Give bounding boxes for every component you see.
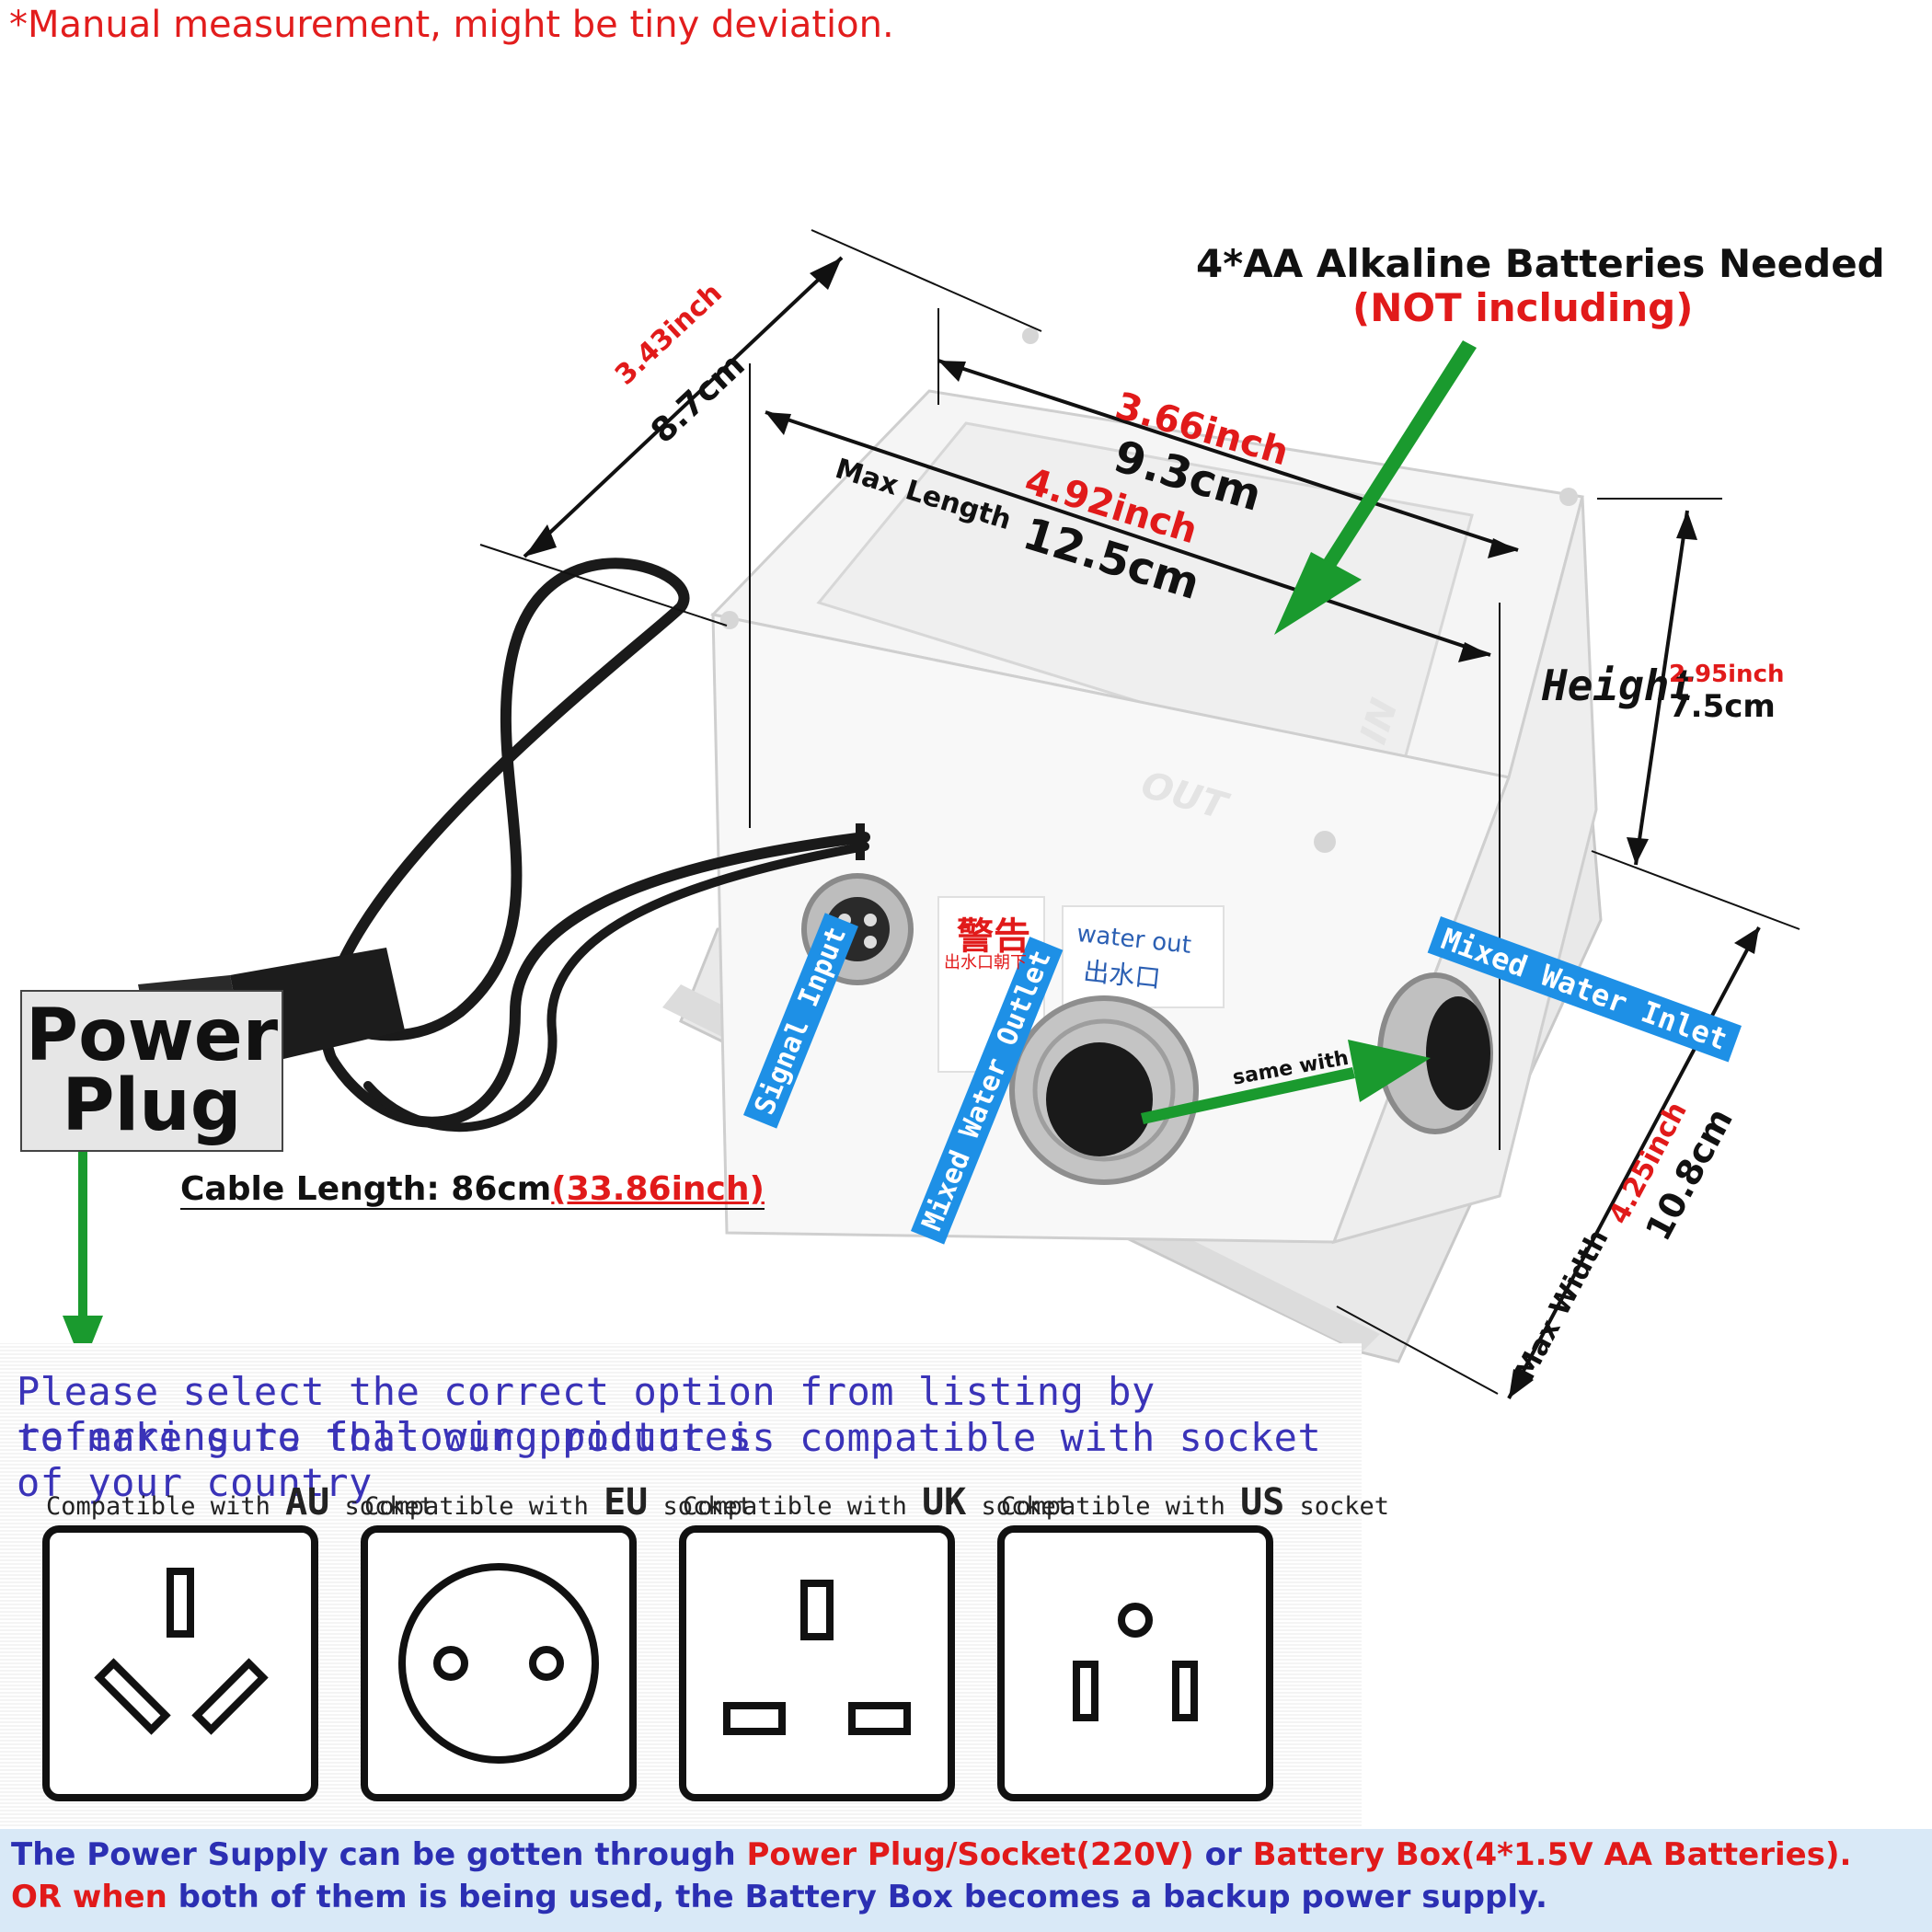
compat-eu-label: Compatible with EU socket	[364, 1481, 753, 1524]
footer-line2: OR when both of them is being used, the …	[11, 1879, 1547, 1915]
compat-uk-label: Compatible with UK socket	[683, 1481, 1071, 1524]
footer-l2-b: both of them is being used, the Battery …	[167, 1879, 1547, 1915]
footer-l1-b: Power Plug/Socket(220V)	[746, 1836, 1194, 1873]
footer-l1-d: Battery Box(4*1.5V AA Batteries).	[1252, 1836, 1852, 1873]
compat-eu-region: EU	[604, 1481, 649, 1524]
socket-selection-panel: Please select the correct option from li…	[0, 1343, 1389, 1826]
au-socket-icon	[42, 1525, 318, 1801]
height-inch-label: 2.95inch	[1669, 661, 1785, 688]
battery-note: (NOT including)	[1352, 285, 1694, 330]
compat-uk-suffix: socket	[966, 1492, 1072, 1521]
cable-length-inch: (33.86inch)	[551, 1170, 765, 1208]
compat-au-suffix: socket	[329, 1492, 435, 1521]
compat-eu-prefix: Compatible with	[364, 1492, 604, 1521]
compat-us-prefix: Compatible with	[1001, 1492, 1241, 1521]
green-arrows	[63, 340, 1477, 1366]
compat-us-suffix: socket	[1284, 1492, 1390, 1521]
dimension-lines	[479, 229, 1800, 1399]
uk-socket-icon	[679, 1525, 955, 1801]
warning-sub-cn-label: 出水口朝下	[944, 953, 1027, 972]
select-notice-line2: to make sure that our product is compati…	[17, 1415, 1322, 1505]
compat-uk-region: UK	[922, 1481, 967, 1524]
compat-au-region: AU	[285, 1481, 330, 1524]
power-supply-footer: The Power Supply can be gotten through P…	[0, 1829, 1932, 1932]
cable-length-label: Cable Length: 86cm(33.86inch)	[180, 1170, 765, 1210]
measurement-disclaimer: *Manual measurement, might be tiny devia…	[9, 4, 894, 46]
battery-title: 4*AA Alkaline Batteries Needed	[1196, 241, 1885, 286]
footer-l1-a: The Power Supply can be gotten through	[11, 1836, 747, 1873]
power-plug-line2: Plug	[62, 1064, 242, 1147]
power-plug-label: Power Plug	[20, 990, 283, 1152]
water-out-cn-label: 出水口	[1082, 955, 1163, 995]
power-plug-line1: Power	[25, 995, 279, 1077]
us-socket-icon	[997, 1525, 1273, 1801]
compat-us-region: US	[1240, 1481, 1285, 1524]
footer-line1: The Power Supply can be gotten through P…	[11, 1836, 1851, 1873]
compat-uk-prefix: Compatible with	[683, 1492, 923, 1521]
eu-socket-icon	[361, 1525, 637, 1801]
warning-cn-label: 警告	[957, 915, 1030, 958]
compat-au-label: Compatible with AU socket	[46, 1481, 434, 1524]
footer-l1-c: or	[1193, 1836, 1253, 1873]
height-label: Height	[1542, 661, 1696, 710]
select-notice-line1: Please select the correct option from li…	[17, 1369, 1156, 1459]
compat-us-label: Compatible with US socket	[1001, 1481, 1389, 1524]
compat-au-prefix: Compatible with	[46, 1492, 286, 1521]
height-cm-label: 7.5cm	[1669, 688, 1776, 725]
compat-eu-suffix: socket	[648, 1492, 753, 1521]
cable-length-cm: Cable Length: 86cm	[180, 1170, 552, 1208]
footer-l2-a: OR when	[11, 1879, 167, 1915]
